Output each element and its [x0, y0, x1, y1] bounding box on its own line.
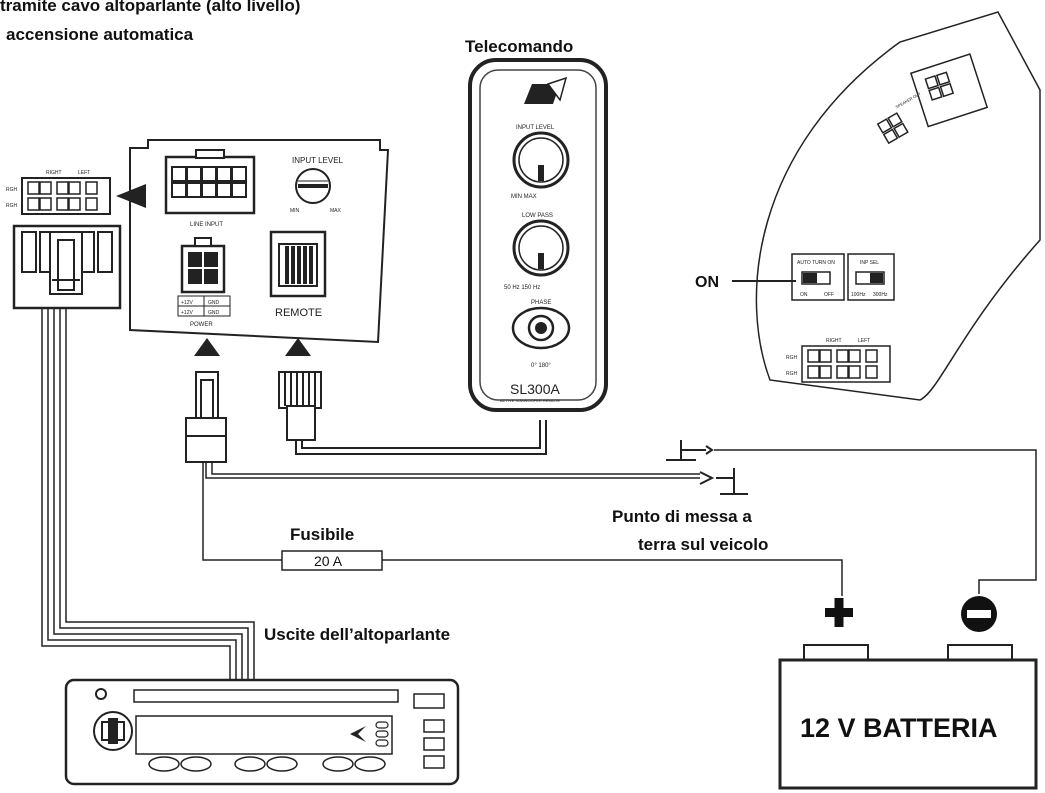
fuse: 20 A [281, 550, 383, 571]
header-line-1: tramite cavo altoparlante (alto livello) [0, 0, 300, 15]
power-cable [202, 462, 843, 596]
remote-model: SL300A [510, 381, 560, 397]
amp-input-level-knob[interactable] [295, 168, 331, 204]
remote-min-max-label: MIN MAX [511, 194, 537, 200]
inp-sel-a: 100Hz [851, 292, 866, 298]
power-pin-4: GND [208, 310, 220, 316]
auto-turn-on-switch[interactable]: AUTO TURN ON ON OFF [791, 253, 845, 301]
on-callout-label: ON [695, 274, 719, 291]
side-speaker-connector: RIGHT LEFT RGH RGH [786, 338, 891, 383]
auto-turn-on-on: ON [800, 292, 808, 298]
power-pin-3: +12V [181, 310, 193, 316]
low-pass-knob[interactable] [512, 219, 570, 277]
remote-jack-label: REMOTE [275, 307, 322, 319]
fuse-title: Fusibile [290, 525, 354, 544]
inp-sel-switch[interactable]: INP SEL 100Hz 300Hz [847, 253, 895, 301]
power-pin-2: GND [208, 300, 220, 306]
amp-input-level-label: INPUT LEVEL [292, 156, 344, 165]
ground-icon [699, 468, 748, 495]
battery: 12 V BATTERIA [778, 644, 1038, 790]
esx-logo [524, 76, 568, 104]
remote-plug [278, 371, 322, 441]
remote-phase-values: 0° 180° [531, 363, 551, 369]
negative-cable [714, 449, 1037, 594]
phase-switch[interactable] [511, 306, 571, 350]
arrow-up-power [194, 338, 220, 356]
amplifier-panel: LINE INPUT INPUT LEVEL MIN MAX +12V GND … [129, 139, 390, 344]
side-connector-row1: RGH [786, 355, 798, 361]
power-connector[interactable] [180, 237, 226, 294]
remote-title: Telecomando [465, 37, 573, 56]
amp-max-label: MAX [330, 208, 342, 214]
remote-phase-label: PHASE [531, 300, 551, 306]
speaker-connector-row1: RGH [6, 187, 18, 193]
arrow-to-speaker-connector [116, 184, 146, 208]
remote-control: INPUT LEVEL MIN MAX LOW PASS 50 Hz 150 H… [468, 58, 608, 412]
auto-turn-on-label: AUTO TURN ON [797, 260, 835, 266]
remote-cable [295, 420, 547, 455]
power-label: POWER [190, 322, 213, 328]
remote-lp-range-label: 50 Hz 150 Hz [504, 285, 540, 291]
remote-model-sub: ACTIVE SUBWOOFER REMOTE [500, 398, 560, 403]
line-input-label: LINE INPUT [190, 222, 223, 228]
speaker-connector-row2: RGH [6, 203, 18, 209]
side-connector-left-label: RIGHT [826, 338, 842, 344]
speaker-connector-left-label: RIGHT [46, 170, 62, 176]
battery-label: 12 V BATTERIA [800, 713, 998, 743]
car-radio [64, 678, 460, 786]
battery-ground-icon [666, 440, 714, 461]
speaker-connector[interactable]: RIGHT LEFT RGH RGH [6, 170, 111, 215]
fuse-value: 20 A [314, 553, 343, 569]
line-input-connector[interactable] [164, 149, 256, 215]
arrow-up-remote [285, 338, 311, 356]
side-connector-right-label: LEFT [858, 338, 870, 344]
minus-icon [961, 596, 997, 632]
inp-sel-b: 300Hz [873, 292, 888, 298]
ground-cable [205, 462, 700, 479]
speaker-plug [12, 224, 122, 310]
amp-min-label: MIN [290, 208, 300, 214]
power-pin-table: +12V GND +12V GND [177, 295, 231, 317]
remote-jack[interactable] [269, 230, 327, 298]
speaker-connector-right-label: LEFT [78, 170, 90, 176]
power-pin-1: +12V [181, 300, 193, 306]
side-panel: SPEAKER OUT AUTO TURN ON ON OFF INP SEL … [755, 11, 1041, 401]
inp-sel-label: INP SEL [860, 260, 879, 266]
ground-label-1: Punto di messa a [612, 507, 752, 526]
remote-low-pass-label: LOW PASS [522, 213, 553, 219]
side-connector-row2: RGH [786, 371, 798, 377]
power-plug [185, 371, 227, 463]
header-line-2: accensione automatica [6, 25, 194, 44]
auto-turn-on-off: OFF [824, 292, 834, 298]
ground-label-2: terra sul veicolo [638, 535, 768, 554]
speaker-outputs-label: Uscite dell’altoparlante [264, 625, 450, 644]
plus-icon [825, 598, 853, 627]
speaker-wires [41, 308, 255, 684]
remote-input-level-label: INPUT LEVEL [516, 125, 555, 131]
input-level-knob[interactable] [512, 131, 570, 189]
